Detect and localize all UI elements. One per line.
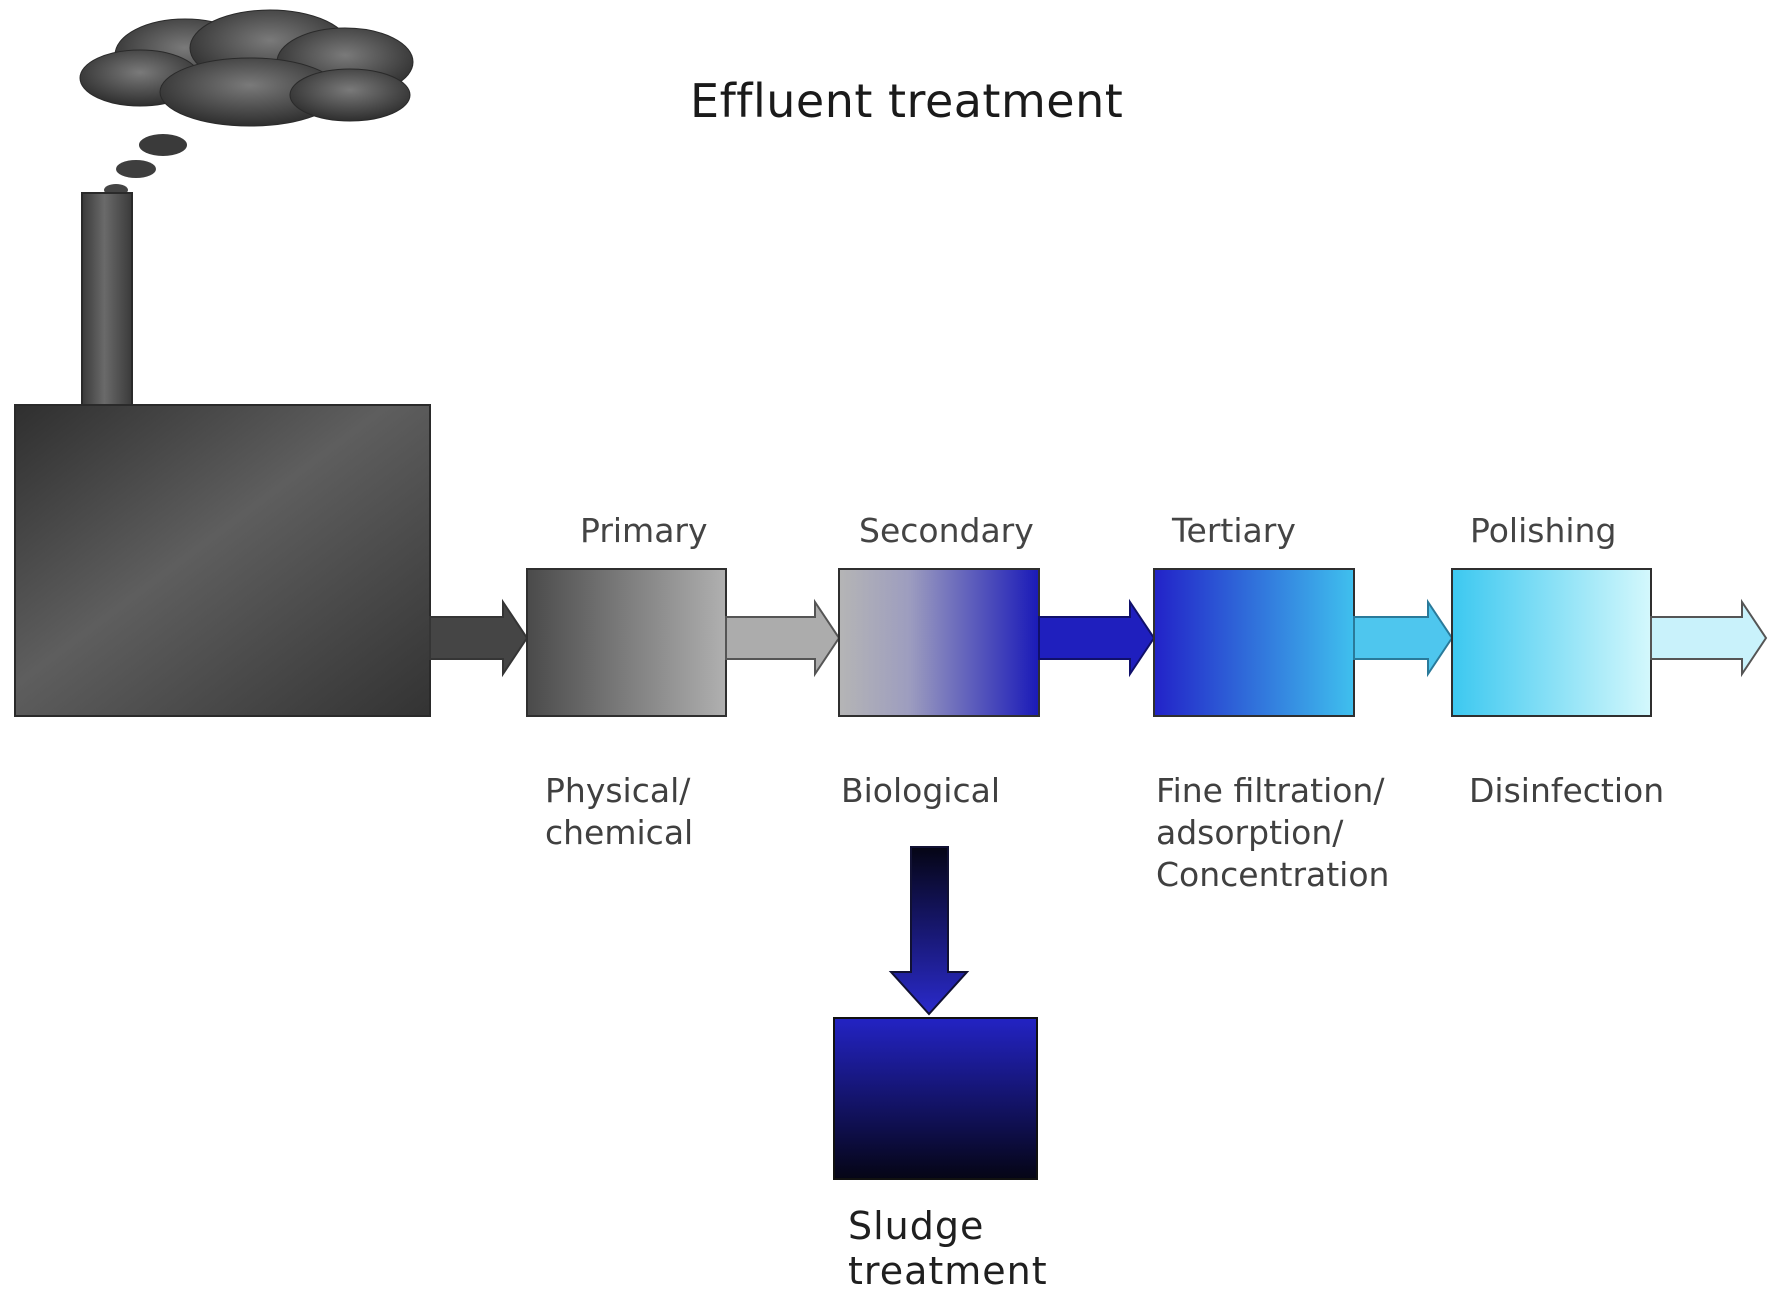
secondary-stage-description: Biological [841,771,1001,810]
arrow-factory-to-primary [429,598,529,678]
factory-icon [14,404,431,717]
primary-stage-box [526,568,727,717]
arrow-tertiary-to-polishing [1353,598,1454,678]
arrow-to-sludge [888,846,970,1016]
tertiary-stage-label: Tertiary [1172,511,1296,550]
tertiary-stage-box [1153,568,1355,717]
arrow-primary-to-secondary [725,598,841,678]
arrow-secondary-to-tertiary [1038,598,1156,678]
sludge-treatment-label: Sludge treatment [848,1204,1048,1293]
secondary-stage-box [838,568,1040,717]
primary-stage-description: Physical/ chemical [545,771,694,852]
arrow-outlet [1650,598,1768,678]
sludge-treatment-box [833,1017,1038,1180]
smoke-cloud-icon [79,9,414,196]
chimney-icon [81,192,133,406]
polishing-stage-label: Polishing [1470,511,1617,550]
diagram-title: Effluent treatment [690,74,1124,128]
polishing-stage-description: Disinfection [1469,771,1665,810]
polishing-stage-box [1451,568,1652,717]
primary-stage-label: Primary [580,511,708,550]
tertiary-stage-description: Fine filtration/ adsorption/ Concentrati… [1156,771,1390,894]
secondary-stage-label: Secondary [859,511,1034,550]
